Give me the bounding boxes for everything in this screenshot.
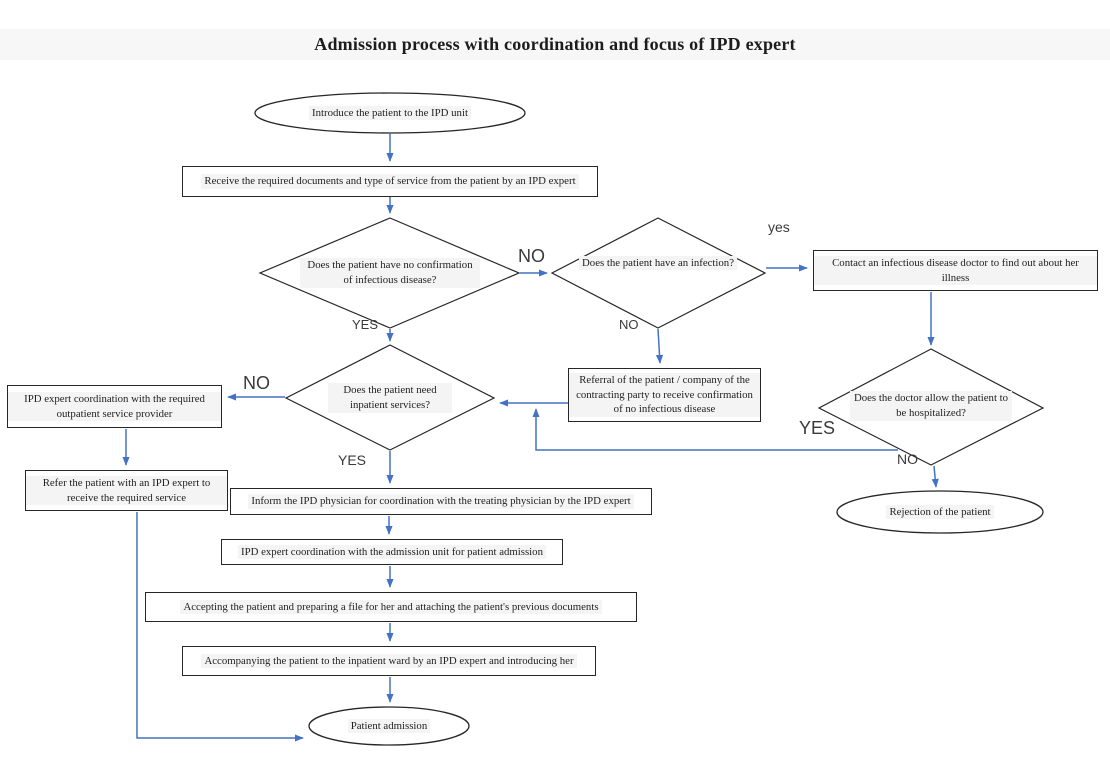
- edge-label-d1-yes: YES: [352, 317, 379, 332]
- decision-infection-label: Does the patient have an infection?: [575, 243, 741, 283]
- process-inform-ipd-physician: Inform the IPD physician for coordinatio…: [230, 488, 652, 515]
- arrow-d2-no-to-referral: [655, 328, 664, 364]
- arrow-d3-no-to-rejection: [931, 465, 939, 488]
- start-ellipse-label: Introduce the patient to the IPD unit: [265, 95, 515, 131]
- edge-label-d4-yes: YES: [338, 452, 367, 468]
- title-band: Admission process with coordination and …: [0, 29, 1110, 60]
- decision-hospitalized-label: Does the doctor allow the patient to be …: [850, 380, 1012, 432]
- process-outpatient-coordination: IPD expert coordination with the require…: [7, 385, 222, 428]
- edge-label-d2-yes: yes: [768, 219, 790, 235]
- process-accompanying-patient: Accompanying the patient to the inpatien…: [182, 646, 596, 676]
- process-refer-required-service: Refer the patient with an IPD expert to …: [25, 470, 228, 511]
- edge-label-d3-no: NO: [897, 451, 918, 467]
- decision-inpatient-label: Does the patient need inpatient services…: [328, 372, 452, 424]
- edge-label-d3-yes: YES: [799, 418, 836, 438]
- edge-label-d1-no: NO: [518, 246, 545, 266]
- process-admission-unit-coordination: IPD expert coordination with the admissi…: [221, 539, 563, 565]
- process-accepting-patient-file: Accepting the patient and preparing a fi…: [145, 592, 637, 622]
- page-title: Admission process with coordination and …: [314, 34, 796, 54]
- process-contact-infectious-doctor: Contact an infectious disease doctor to …: [813, 250, 1098, 291]
- rejection-ellipse-label: Rejection of the patient: [845, 494, 1035, 530]
- admission-ellipse-label: Patient admission: [314, 709, 464, 743]
- process-referral-confirmation: Referral of the patient / company of the…: [568, 368, 761, 422]
- process-receive-documents: Receive the required documents and type …: [182, 166, 598, 197]
- decision-no-confirmation-label: Does the patient have no confirmation of…: [300, 247, 480, 299]
- decision-infection-diamond: [550, 217, 767, 329]
- edge-label-d4-no: NO: [243, 373, 270, 393]
- connector-arrows: [122, 133, 939, 742]
- arrow-d3-yes-to-d4-junction: [532, 408, 898, 451]
- arrow-refer-to-admission: [136, 512, 304, 742]
- edge-label-d2-no: NO: [619, 317, 639, 332]
